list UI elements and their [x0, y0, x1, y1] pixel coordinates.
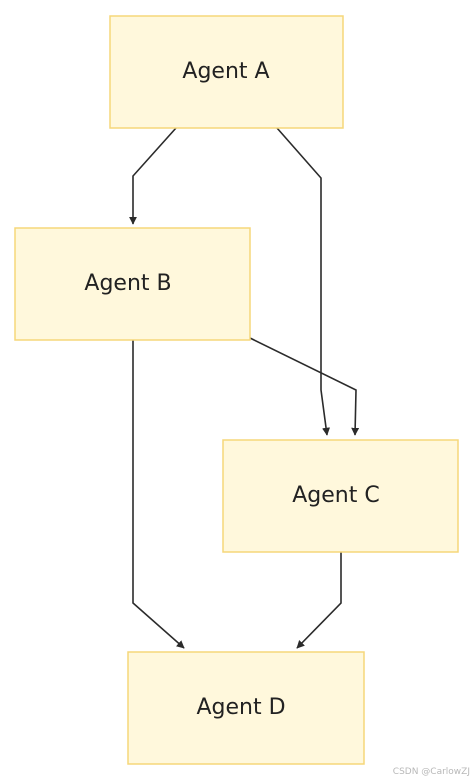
node-agent-c-label: Agent C — [292, 483, 379, 508]
edge-c-to-d — [296, 552, 342, 649]
edge-b-to-c — [249, 337, 360, 436]
node-agent-d[interactable]: Agent D — [127, 651, 365, 765]
edge-a-to-c — [276, 127, 331, 436]
node-agent-a-label: Agent A — [182, 59, 269, 84]
edge-b-to-d — [132, 340, 185, 649]
node-agent-b-label: Agent B — [84, 271, 171, 296]
edge-a-to-b — [129, 127, 177, 225]
node-agent-a[interactable]: Agent A — [109, 15, 344, 129]
node-agent-b[interactable]: Agent B — [14, 227, 251, 341]
node-agent-d-label: Agent D — [196, 695, 285, 720]
node-agent-c[interactable]: Agent C — [222, 439, 459, 553]
watermark-text: CSDN @CarlowZJ — [392, 767, 470, 777]
